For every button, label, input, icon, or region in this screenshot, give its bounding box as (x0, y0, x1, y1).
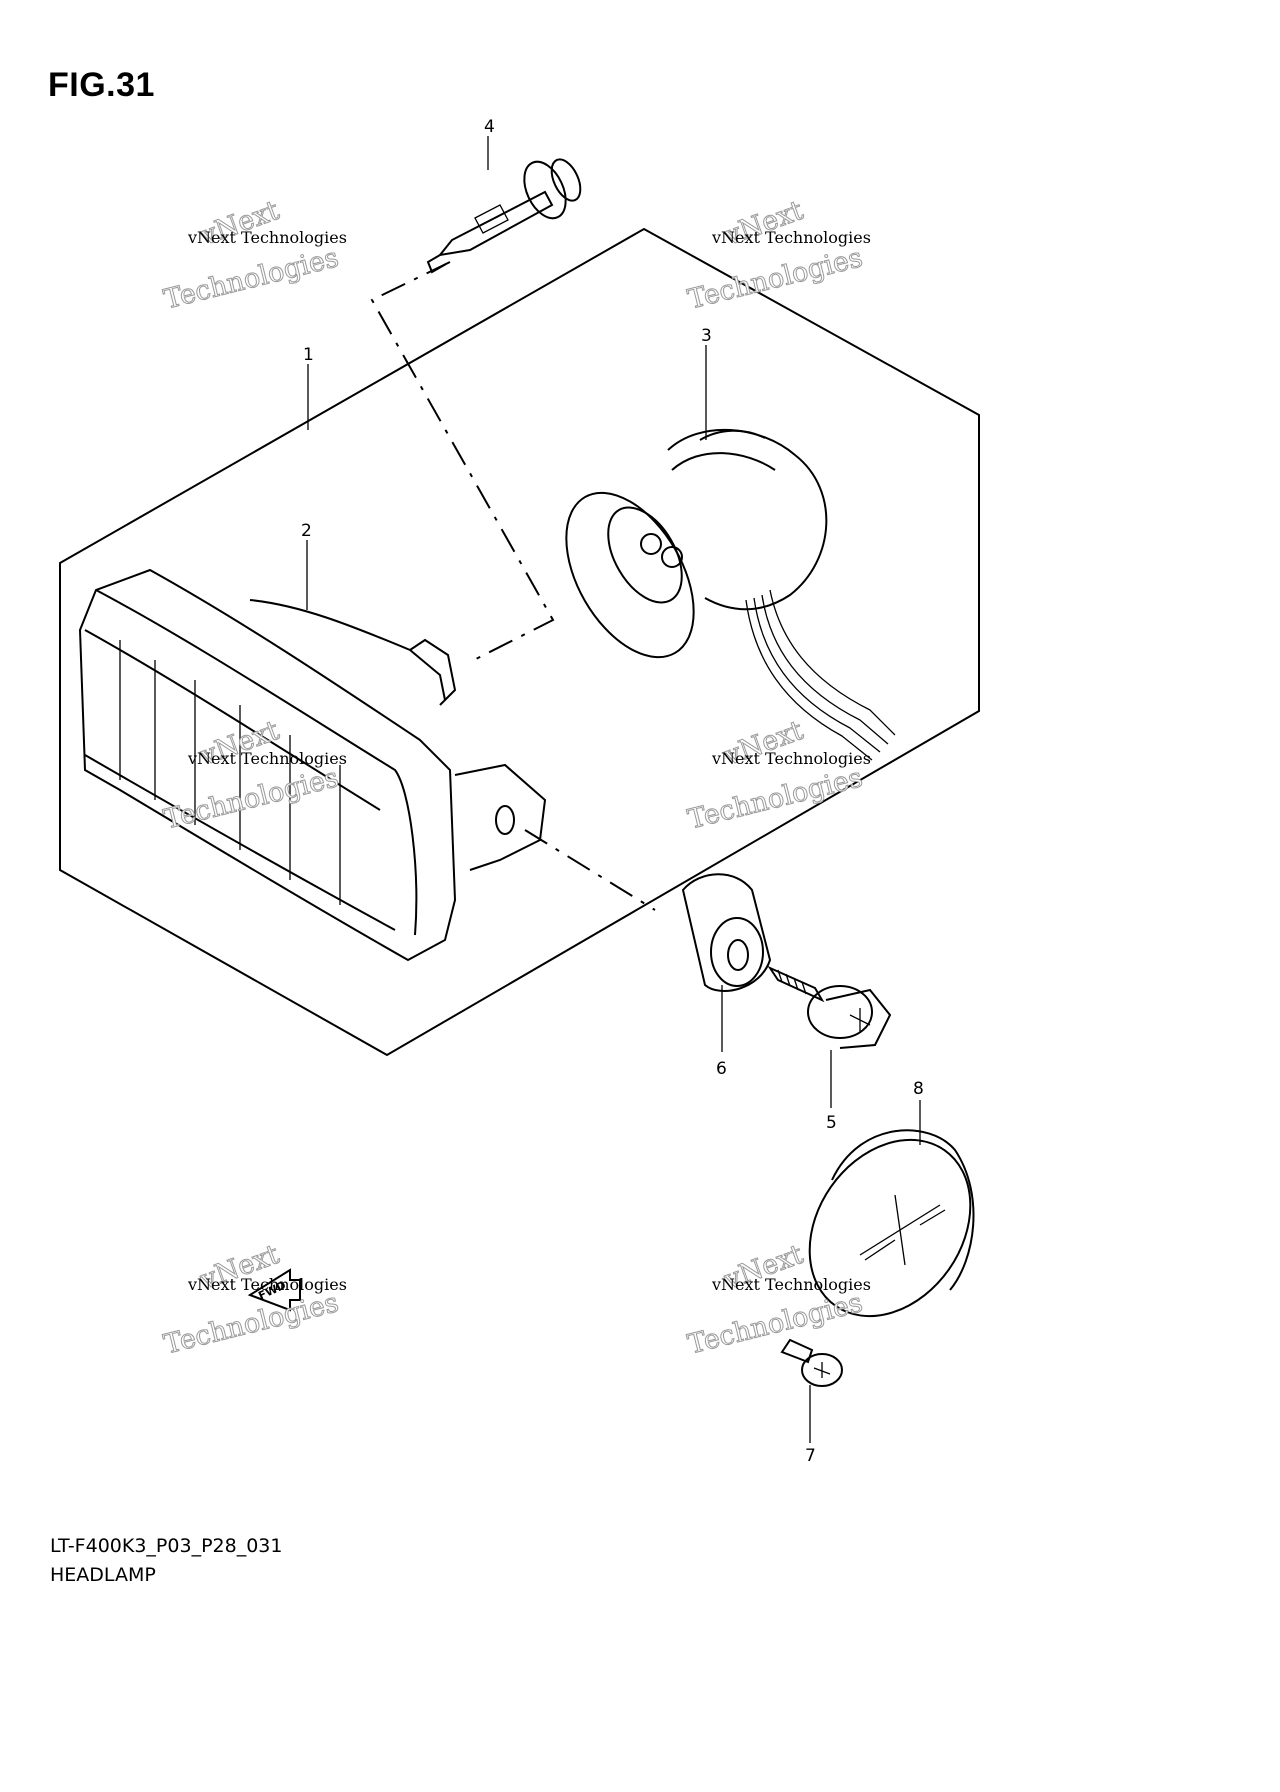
callout-1: 1 (303, 345, 314, 365)
svg-text:Technologies: Technologies (161, 242, 342, 315)
bulb-leader (370, 261, 555, 663)
svg-text:Technologies: Technologies (685, 762, 866, 835)
callout-7: 7 (805, 1446, 816, 1466)
svg-text:vNext Technologies: vNext Technologies (187, 228, 347, 247)
figure-title: FIG.31 (48, 66, 155, 104)
bolt-leader (524, 829, 656, 911)
svg-text:vNext Technologies: vNext Technologies (711, 228, 871, 247)
bulb-part (426, 158, 582, 274)
watermark-top-right: vNext vNext Technologies Technologies (684, 194, 871, 316)
svg-text:vNext Technologies: vNext Technologies (187, 749, 347, 768)
socket-part (565, 428, 896, 761)
callout-4: 4 (484, 117, 495, 137)
callout-3: 3 (701, 326, 712, 346)
bolt-part (767, 965, 892, 1049)
screw-part (780, 1338, 843, 1387)
grommet-part (681, 873, 772, 993)
diagram-code: LT-F400K3_P03_P28_031 (50, 1535, 283, 1557)
diagram-footer: LT-F400K3_P03_P28_031 HEADLAMP (50, 1532, 282, 1590)
svg-text:vNext Technologies: vNext Technologies (711, 1275, 871, 1294)
headlamp-part (78, 568, 547, 962)
cap-part (808, 1129, 975, 1318)
callout-2: 2 (301, 521, 312, 541)
watermark-bottom-left: vNext vNext Technologies Technologies (160, 1238, 347, 1361)
svg-text:Technologies: Technologies (161, 1287, 342, 1360)
svg-text:Technologies: Technologies (685, 1287, 866, 1360)
watermark-mid-left: vNext vNext Technologies Technologies (160, 714, 347, 836)
diagram-name: HEADLAMP (50, 1564, 156, 1586)
callout-6: 6 (716, 1059, 727, 1079)
svg-text:vNext Technologies: vNext Technologies (187, 1275, 347, 1294)
assembly-frame (59, 227, 980, 1057)
svg-text:Technologies: Technologies (685, 242, 866, 315)
svg-text:vNext Technologies: vNext Technologies (711, 749, 871, 768)
callout-8: 8 (913, 1079, 924, 1099)
svg-text:Technologies: Technologies (161, 762, 342, 835)
watermark-mid-right: vNext vNext Technologies Technologies (684, 714, 871, 836)
watermark-bottom-right: vNext vNext Technologies Technologies (684, 1238, 871, 1361)
callout-5: 5 (826, 1113, 837, 1133)
watermark-top-left: vNext vNext Technologies Technologies (160, 194, 347, 316)
